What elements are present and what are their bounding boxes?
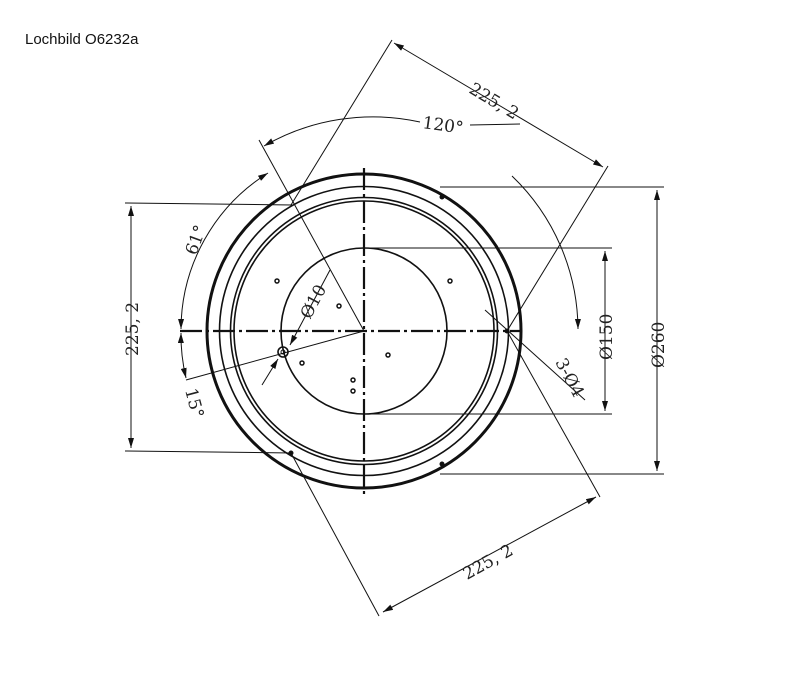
- hole-diameter-label: Ø10: [297, 282, 331, 323]
- bottom-distance-label: 225, 2: [460, 541, 517, 585]
- small-holes: [274, 278, 453, 394]
- inner-diameter-label: Ø150: [597, 314, 617, 360]
- angle-61-label: 61°: [182, 223, 211, 258]
- drawing-title: Lochbild O6232a: [25, 31, 139, 48]
- outer-diameter-label: Ø260: [649, 322, 669, 368]
- top-distance-label: 225, 2: [465, 79, 522, 124]
- angle-15-label: 15°: [180, 386, 207, 420]
- left-distance-label: 225, 2: [123, 302, 143, 356]
- angle-120-label: 120°: [421, 113, 464, 139]
- dimension-lines: [124, 39, 664, 617]
- hole-callout-label: 3-Ø4: [551, 355, 588, 401]
